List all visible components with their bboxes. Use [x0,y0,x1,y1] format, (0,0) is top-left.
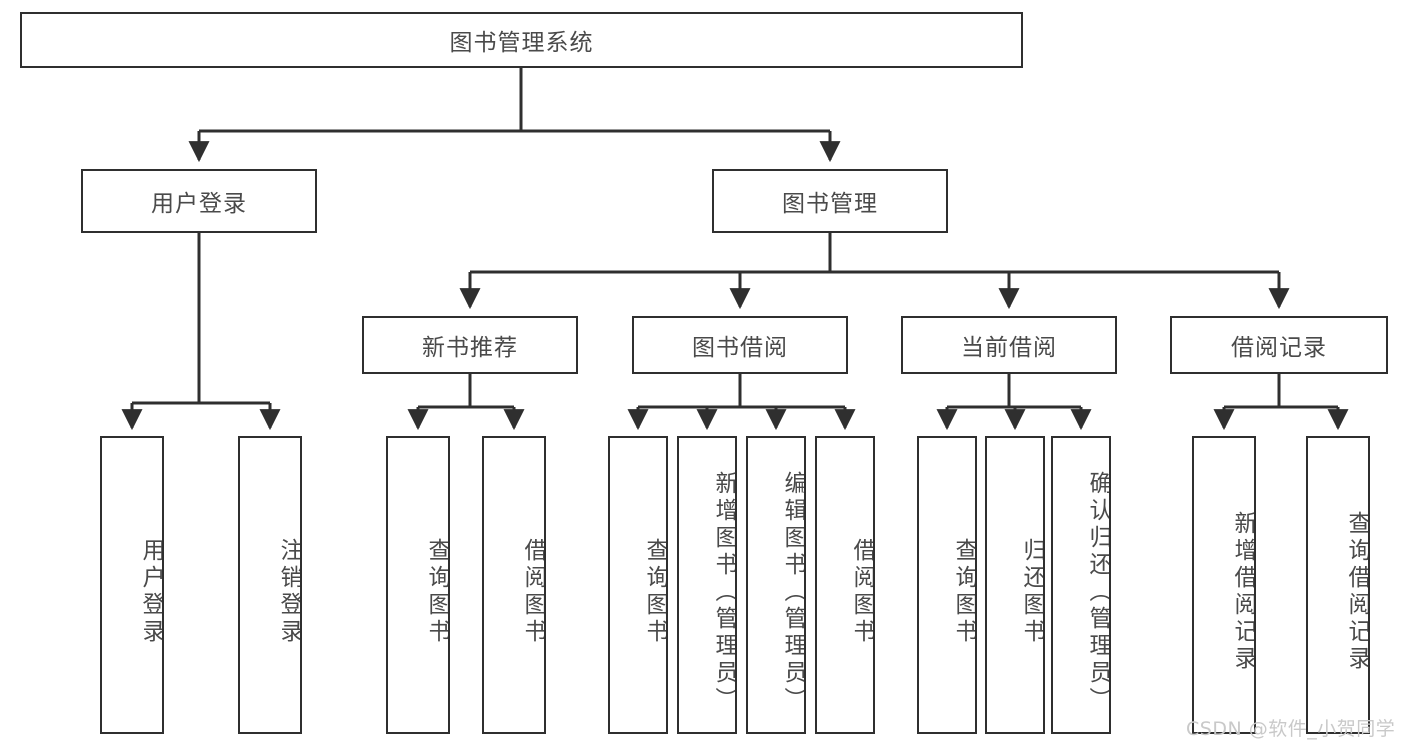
node-borrow-record[interactable]: 借阅记录 [1170,316,1388,374]
node-leaf-confirm-return-admin[interactable]: 确认归还（管理员） [1051,436,1111,734]
node-leaf-user-login-label: 用户登录 [138,538,164,646]
node-leaf-borrow-book-label: 借阅图书 [849,538,875,646]
node-leaf-query-book-current[interactable]: 查询图书 [917,436,977,734]
node-current-borrow-label: 当前借阅 [961,335,1057,361]
node-leaf-user-logout[interactable]: 注销登录 [238,436,302,734]
node-leaf-query-borrow-record-label: 查询借阅记录 [1344,511,1370,673]
node-root[interactable]: 图书管理系统 [20,12,1023,68]
node-leaf-edit-book-admin[interactable]: 编辑图书（管理员） [746,436,806,734]
node-leaf-add-book-admin-label: 新增图书（管理员） [711,470,737,714]
node-leaf-query-book-current-label: 查询图书 [951,538,977,646]
node-root-label: 图书管理系统 [449,30,594,56]
node-book-management-label: 图书管理 [782,191,878,217]
node-leaf-confirm-return-admin-label: 确认归还（管理员） [1085,470,1111,714]
node-leaf-query-book-rec-label: 查询图书 [424,538,450,646]
node-leaf-borrow-book-rec[interactable]: 借阅图书 [482,436,546,734]
node-new-book-recommend[interactable]: 新书推荐 [362,316,578,374]
node-leaf-user-logout-label: 注销登录 [276,538,302,646]
node-leaf-user-login[interactable]: 用户登录 [100,436,164,734]
node-leaf-borrow-book-rec-label: 借阅图书 [520,538,546,646]
node-leaf-return-book[interactable]: 归还图书 [985,436,1045,734]
node-leaf-query-book-rec[interactable]: 查询图书 [386,436,450,734]
csdn-watermark: CSDN @软件_小贺同学 [1186,718,1396,740]
node-borrow-record-label: 借阅记录 [1231,335,1327,361]
node-leaf-edit-book-admin-label: 编辑图书（管理员） [780,470,806,714]
node-book-management[interactable]: 图书管理 [712,169,948,233]
node-leaf-return-book-label: 归还图书 [1019,538,1045,646]
node-leaf-query-borrow-record[interactable]: 查询借阅记录 [1306,436,1370,734]
node-book-borrow[interactable]: 图书借阅 [632,316,848,374]
node-leaf-borrow-book[interactable]: 借阅图书 [815,436,875,734]
node-book-borrow-label: 图书借阅 [692,335,788,361]
node-leaf-query-book-borrow[interactable]: 查询图书 [608,436,668,734]
node-current-borrow[interactable]: 当前借阅 [901,316,1117,374]
node-user-login[interactable]: 用户登录 [81,169,317,233]
node-leaf-add-borrow-record-label: 新增借阅记录 [1230,511,1256,673]
node-leaf-add-book-admin[interactable]: 新增图书（管理员） [677,436,737,734]
node-leaf-query-book-borrow-label: 查询图书 [642,538,668,646]
node-leaf-add-borrow-record[interactable]: 新增借阅记录 [1192,436,1256,734]
node-new-book-recommend-label: 新书推荐 [422,335,518,361]
node-user-login-label: 用户登录 [151,191,247,217]
